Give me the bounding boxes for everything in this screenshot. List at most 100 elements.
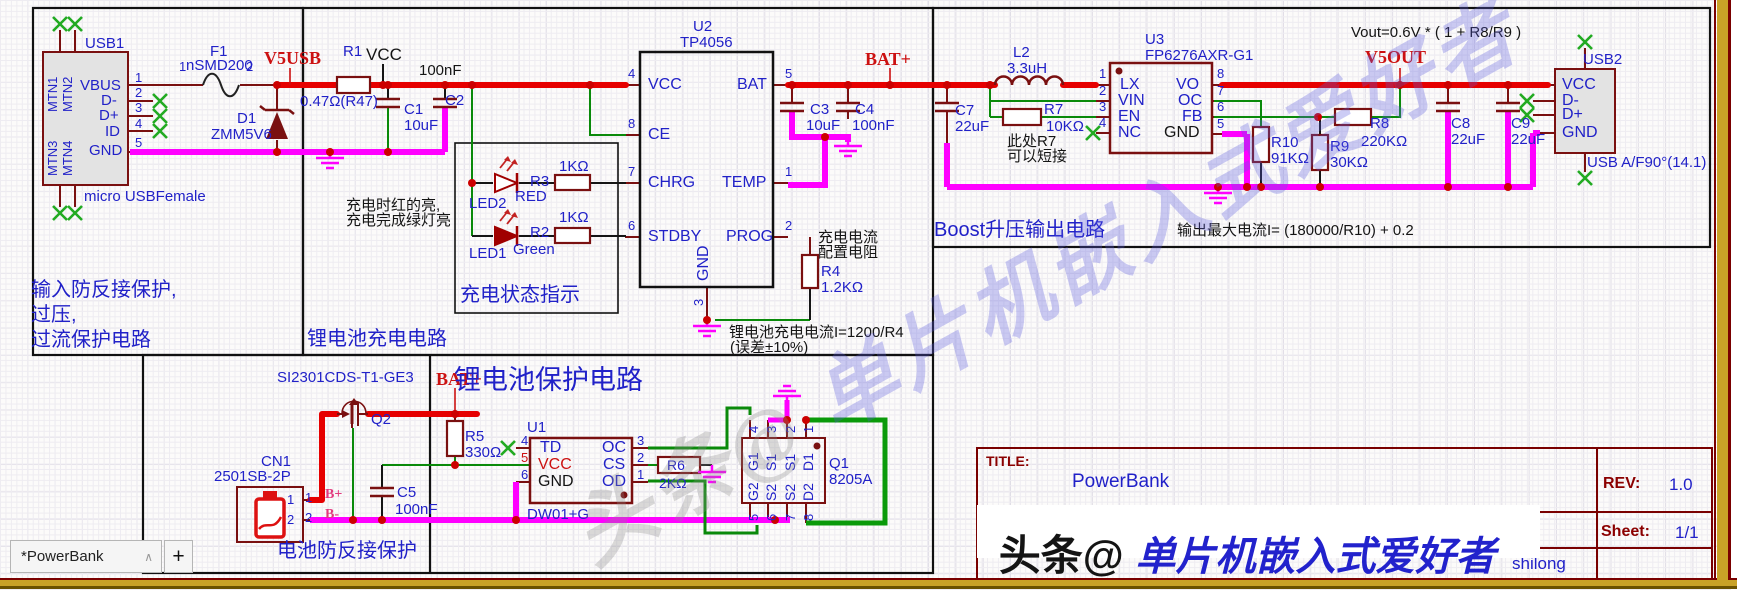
titleblock-title[interactable]: PowerBank (1072, 471, 1170, 492)
chevron-up-icon[interactable]: ∧ (144, 549, 153, 564)
q2-value[interactable]: SI2301CDS-T1-GE3 (277, 369, 414, 386)
titleblock-author[interactable]: shilong (1512, 554, 1566, 573)
led1-symbol[interactable] (494, 209, 520, 247)
r7-value[interactable]: 10KΩ (1046, 118, 1084, 135)
u1-value[interactable]: DW01+G (527, 506, 590, 523)
note-r4-line1[interactable]: 充电电流 (818, 229, 879, 246)
c5-value[interactable]: 100nF (395, 501, 438, 518)
r2-ref[interactable]: R2 (530, 224, 550, 241)
note-led-line1[interactable]: 充电时红的亮, (346, 197, 441, 214)
c7-ref[interactable]: C7 (955, 102, 975, 119)
q2-mosfet-symbol[interactable] (337, 398, 368, 428)
led2-value[interactable]: RED (515, 188, 547, 205)
add-sheet-button[interactable]: + (164, 540, 193, 573)
net-bplus[interactable]: B+ (325, 487, 343, 502)
section-protection[interactable]: 锂电池保护电路 (454, 365, 643, 395)
section-boost[interactable]: Boost升压输出电路 (934, 219, 1106, 241)
usb1-ref[interactable]: USB1 (85, 35, 125, 52)
u3-ref[interactable]: U3 (1145, 31, 1165, 48)
r9-value[interactable]: 30KΩ (1330, 154, 1368, 171)
r10-ref[interactable]: R10 (1271, 134, 1299, 151)
c1-value[interactable]: 10uF (404, 117, 439, 134)
cn1-value[interactable]: 2501SB-2P (214, 468, 291, 485)
c1-ref[interactable]: C1 (404, 101, 424, 118)
c4-ref[interactable]: C4 (855, 101, 875, 118)
r5-value[interactable]: 330Ω (465, 444, 502, 461)
cn1-ref[interactable]: CN1 (261, 453, 292, 470)
c2-ref[interactable]: C2 (445, 92, 465, 109)
ic-bodies[interactable] (42, 50, 1616, 543)
r2-value[interactable]: 1KΩ (559, 209, 589, 226)
net-bminus[interactable]: B- (325, 507, 339, 522)
titleblock-sheet[interactable]: 1/1 (1675, 523, 1699, 542)
section-led-status[interactable]: 充电状态指示 (460, 284, 580, 306)
r1-ref[interactable]: R1 (343, 43, 363, 60)
r3-value[interactable]: 1KΩ (559, 158, 589, 175)
ground-wires[interactable] (130, 107, 1540, 523)
r4-ref[interactable]: R4 (821, 263, 841, 280)
usb2-desc[interactable]: USB A/F90°(14.1) (1587, 154, 1707, 171)
d1-value[interactable]: ZMM5V6 (211, 126, 272, 143)
u3-value[interactable]: FP6276AXR-G1 (1145, 47, 1254, 64)
capacitor-plates[interactable] (370, 97, 1520, 498)
r8-value[interactable]: 220KΩ (1361, 133, 1408, 150)
f1-ref[interactable]: F1 (210, 43, 228, 60)
note-output-current[interactable]: 输出最大电流I= (180000/R10) + 0.2 (1177, 222, 1414, 239)
note-vout[interactable]: Vout=0.6V * ( 1 + R8/R9 ) (1351, 24, 1522, 41)
section-input-line2[interactable]: 过压, (31, 304, 77, 326)
u2-value[interactable]: TP4056 (680, 34, 733, 51)
resistor-bodies[interactable] (335, 75, 1373, 475)
c4-value[interactable]: 100nF (852, 117, 895, 134)
q1-value[interactable]: 8205A (829, 471, 873, 488)
net-batplus-bottom[interactable]: BAT+ (436, 369, 482, 389)
battery-symbol[interactable] (254, 491, 286, 539)
led1-value[interactable]: Green (513, 241, 555, 258)
u2-ref[interactable]: U2 (693, 18, 713, 35)
u1-ref[interactable]: U1 (527, 419, 547, 436)
r6-ref[interactable]: R6 (667, 457, 685, 473)
fuse-symbol[interactable] (202, 72, 240, 98)
section-input-line3[interactable]: 过流保护电路 (31, 329, 151, 351)
l2-value[interactable]: 3.3uH (1007, 60, 1048, 77)
note-r4-line2[interactable]: 配置电阻 (818, 244, 879, 261)
inductor-symbol[interactable] (993, 75, 1065, 86)
section-charging[interactable]: 锂电池充电电路 (307, 328, 447, 350)
c5-ref[interactable]: C5 (397, 484, 417, 501)
signal-wires[interactable] (352, 85, 1401, 535)
r4-value[interactable]: 1.2KΩ (821, 279, 864, 296)
net-batplus-top[interactable]: BAT+ (865, 49, 911, 69)
r7-ref[interactable]: R7 (1044, 101, 1064, 118)
led2-symbol[interactable] (494, 156, 520, 194)
c9-ref[interactable]: C9 (1511, 115, 1531, 132)
q1-ref[interactable]: Q1 (829, 455, 850, 472)
r9-ref[interactable]: R9 (1330, 138, 1350, 155)
l2-ref[interactable]: L2 (1013, 44, 1030, 61)
net-v5usb[interactable]: V5USB (264, 48, 322, 68)
q2-ref[interactable]: Q2 (371, 411, 392, 428)
pin-stubs[interactable] (59, 30, 1586, 523)
titleblock-rev[interactable]: 1.0 (1669, 475, 1693, 494)
c7-value[interactable]: 22uF (955, 118, 990, 135)
c8-value[interactable]: 22uF (1451, 131, 1486, 148)
c3-value[interactable]: 10uF (806, 117, 841, 134)
r8-ref[interactable]: R8 (1370, 115, 1390, 132)
net-vcc[interactable]: VCC (366, 45, 402, 64)
d1-ref[interactable]: D1 (237, 110, 257, 127)
r5-ref[interactable]: R5 (465, 428, 485, 445)
r6-value[interactable]: 2KΩ (659, 475, 687, 491)
section-battery-reverse[interactable]: 电池防反接保护 (277, 540, 417, 562)
r1-value[interactable]: 0.47Ω(R47) (300, 93, 378, 110)
note-r7-line2[interactable]: 可以短接 (1007, 148, 1068, 165)
r10-value[interactable]: 91KΩ (1271, 150, 1309, 167)
tab-powerbank[interactable]: *PowerBank ∧ (10, 540, 162, 573)
c3-ref[interactable]: C3 (810, 101, 830, 118)
net-v5out[interactable]: V5OUT (1365, 47, 1427, 67)
r3-ref[interactable]: R3 (530, 173, 550, 190)
f1-value[interactable]: nSMD200 (186, 57, 253, 74)
section-input-line1[interactable]: 输入防反接保护, (31, 279, 177, 301)
zener-diode-symbol[interactable] (259, 105, 295, 139)
usb1-desc[interactable]: micro USBFemale (84, 188, 206, 205)
c8-ref[interactable]: C8 (1451, 115, 1471, 132)
led1-ref[interactable]: LED1 (469, 245, 507, 262)
c9-value[interactable]: 22uF (1511, 131, 1546, 148)
